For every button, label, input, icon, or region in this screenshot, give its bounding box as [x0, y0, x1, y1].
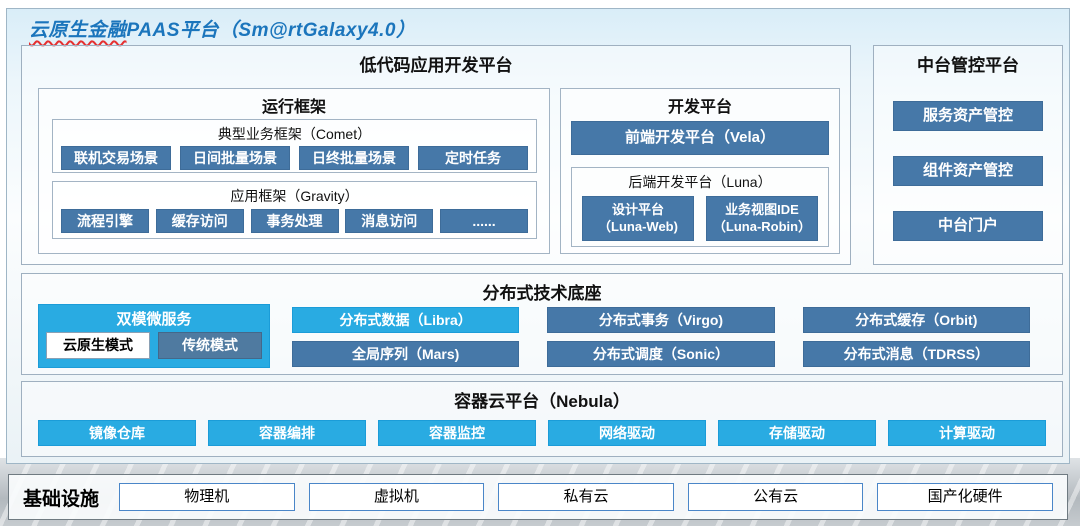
- distributed-data-libra-button: 分布式数据（Libra）: [292, 307, 520, 333]
- public-cloud-item: 公有云: [687, 483, 864, 511]
- gravity-button-more: ......: [440, 209, 528, 233]
- compute-driver-button: 计算驱动: [888, 420, 1046, 446]
- comet-button-scheduled-task: 定时任务: [418, 146, 528, 170]
- runtime-framework-title: 运行框架: [261, 99, 326, 116]
- component-asset-control-button: 组件资产管控: [893, 156, 1043, 186]
- nebula-container-section: 容器云平台（Nebula） 镜像仓库 容器编排 容器监控 网络驱动 存储驱动 计…: [21, 381, 1063, 457]
- distributed-cache-orbit-button: 分布式缓存（Orbit): [802, 307, 1030, 333]
- lowcode-platform-section: 低代码应用开发平台 运行框架 典型业务框架（Comet） 联机交易场景 日间批量…: [21, 45, 851, 265]
- virtual-machine-item: 虚拟机: [308, 483, 485, 511]
- nebula-title: 容器云平台（Nebula）: [454, 392, 630, 411]
- gravity-button-message-access: 消息访问: [345, 209, 434, 233]
- midplatform-portal-button: 中台门户: [893, 211, 1043, 241]
- dualmode-microservice-box: 双模微服务 云原生模式 传统模式: [38, 304, 270, 368]
- dev-platform-box: 开发平台 前端开发平台（Vela） 后端开发平台（Luna） 设计平台 （Lun…: [560, 88, 840, 254]
- dev-platform-title: 开发平台: [667, 99, 732, 116]
- gravity-button-cache-access: 缓存访问: [155, 209, 244, 233]
- container-monitoring-button: 容器监控: [378, 420, 536, 446]
- lowcode-section-title: 低代码应用开发平台: [359, 56, 513, 75]
- vela-frontend-platform-button: 前端开发平台（Vela）: [571, 121, 829, 155]
- infrastructure-label: 基础设施: [23, 488, 100, 510]
- image-registry-button: 镜像仓库: [38, 420, 196, 446]
- luna-web-line2: （Luna-Web): [598, 218, 678, 234]
- distributed-base-title: 分布式技术底座: [482, 284, 602, 303]
- comet-framework-box: 典型业务框架（Comet） 联机交易场景 日间批量场景 日终批量场景 定时任务: [52, 119, 537, 173]
- distributed-message-tdrss-button: 分布式消息（TDRSS）: [802, 341, 1030, 367]
- runtime-framework-box: 运行框架 典型业务框架（Comet） 联机交易场景 日间批量场景 日终批量场景 …: [38, 88, 550, 254]
- traditional-mode-button: 传统模式: [158, 332, 262, 359]
- distributed-base-section: 分布式技术底座 双模微服务 云原生模式 传统模式 分布式数据（Libra） 分布…: [21, 273, 1063, 375]
- comet-button-daytime-batch: 日间批量场景: [180, 146, 290, 170]
- service-asset-control-button: 服务资产管控: [893, 101, 1043, 131]
- luna-web-design-button: 设计平台 （Luna-Web): [582, 196, 694, 241]
- gravity-button-row: 流程引擎 缓存访问 事务处理 消息访问 ......: [53, 206, 536, 233]
- dualmode-microservice-label: 双模微服务: [116, 311, 192, 328]
- global-sequence-mars-button: 全局序列（Mars): [292, 341, 520, 367]
- gravity-framework-box: 应用框架（Gravity） 流程引擎 缓存访问 事务处理 消息访问 ......: [52, 181, 537, 239]
- storage-driver-button: 存储驱动: [718, 420, 876, 446]
- dualmode-button-row: 云原生模式 传统模式: [39, 329, 269, 359]
- distributed-scheduler-sonic-button: 分布式调度（Sonic）: [547, 341, 775, 367]
- comet-framework-label: 典型业务框架（Comet）: [217, 126, 372, 142]
- diagram-title-wavy-part: 云原生金融: [29, 20, 127, 41]
- luna-backend-label: 后端开发平台（Luna）: [628, 174, 772, 190]
- luna-button-row: 设计平台 （Luna-Web) 业务视图IDE （Luna-Robin）: [572, 192, 828, 241]
- network-driver-button: 网络驱动: [548, 420, 706, 446]
- luna-robin-ide-button: 业务视图IDE （Luna-Robin）: [706, 196, 818, 241]
- domestic-hardware-item: 国产化硬件: [877, 483, 1053, 511]
- infrastructure-bar: 基础设施 物理机 虚拟机 私有云 公有云 国产化硬件: [8, 474, 1068, 520]
- luna-robin-line2: （Luna-Robin）: [712, 218, 812, 234]
- gravity-button-process-engine: 流程引擎: [61, 209, 149, 233]
- physical-machine-item: 物理机: [119, 483, 295, 511]
- comet-button-eod-batch: 日终批量场景: [299, 146, 409, 170]
- distributed-transaction-virgo-button: 分布式事务（Virgo): [547, 307, 775, 333]
- luna-robin-line1: 业务视图IDE: [725, 201, 799, 217]
- midplatform-section: 中台管控平台 服务资产管控 组件资产管控 中台门户: [873, 45, 1063, 265]
- comet-button-row: 联机交易场景 日间批量场景 日终批量场景 定时任务: [53, 144, 536, 170]
- gravity-framework-label: 应用框架（Gravity）: [230, 188, 359, 204]
- nebula-button-row: 镜像仓库 容器编排 容器监控 网络驱动 存储驱动 计算驱动: [22, 412, 1062, 446]
- midplatform-title: 中台管控平台: [917, 56, 1019, 75]
- gravity-button-transaction: 事务处理: [250, 209, 339, 233]
- comet-button-online-trading: 联机交易场景: [61, 146, 171, 170]
- distributed-service-grid: 分布式数据（Libra） 分布式事务（Virgo) 分布式缓存（Orbit) 全…: [292, 307, 1030, 367]
- container-orchestration-button: 容器编排: [208, 420, 366, 446]
- cloud-native-mode-button: 云原生模式: [46, 332, 150, 359]
- diagram-frame: 云原生金融PAAS平台（Sm@rtGalaxy4.0） 低代码应用开发平台 运行…: [6, 8, 1070, 464]
- diagram-title-rest: PAAS平台（Sm@rtGalaxy4.0）: [126, 20, 416, 41]
- luna-web-line1: 设计平台: [611, 201, 664, 217]
- diagram-title: 云原生金融PAAS平台（Sm@rtGalaxy4.0）: [29, 15, 415, 42]
- luna-backend-box: 后端开发平台（Luna） 设计平台 （Luna-Web) 业务视图IDE （Lu…: [571, 167, 829, 247]
- private-cloud-item: 私有云: [498, 483, 674, 511]
